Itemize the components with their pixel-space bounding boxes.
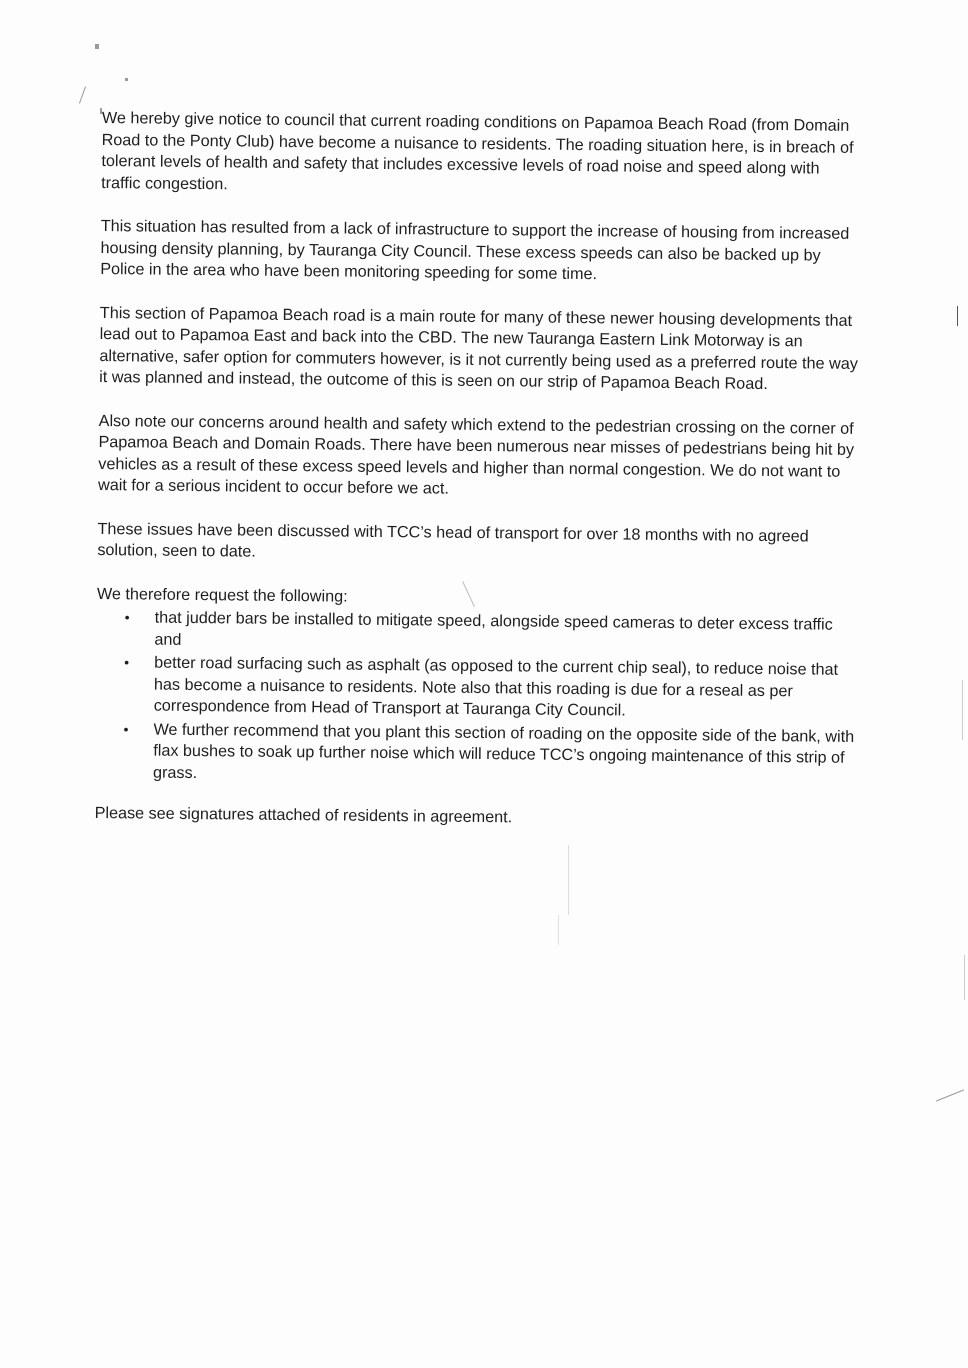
bullet-icon: • xyxy=(124,609,130,626)
scan-mark xyxy=(964,955,965,1000)
paragraph: These issues have been discussed with TC… xyxy=(97,519,809,561)
closing-line: Please see signatures attached of reside… xyxy=(94,803,513,827)
list-item-text: We further recommend that you plant this… xyxy=(152,720,855,782)
scan-mark xyxy=(962,680,963,740)
list-item: • that judder bars be installed to mitig… xyxy=(125,608,856,658)
paragraph: This section of Papamoa Beach road is a … xyxy=(99,303,858,393)
scan-mark xyxy=(100,108,102,114)
scan-mark xyxy=(78,86,87,104)
paragraph: We hereby give notice to council that cu… xyxy=(101,108,854,193)
list-item: • We further recommend that you plant th… xyxy=(123,719,856,791)
list-item-text: better road surfacing such as asphalt (a… xyxy=(153,653,839,720)
list-item-text: that judder bars be installed to mitigat… xyxy=(154,608,833,649)
scan-mark xyxy=(95,44,99,49)
paragraph: Also note our concerns around health and… xyxy=(97,411,855,498)
letter-body: We hereby give notice to council that cu… xyxy=(94,108,861,832)
list-item: • better road surfacing such as asphalt … xyxy=(124,653,857,725)
bullet-icon: • xyxy=(123,720,129,737)
scan-mark xyxy=(558,915,559,945)
scan-mark xyxy=(957,306,958,326)
bullet-icon: • xyxy=(124,654,130,671)
scan-mark xyxy=(125,78,128,81)
paragraph: This situation has resulted from a lack … xyxy=(100,216,850,284)
scan-mark xyxy=(935,1089,965,1102)
scan-mark xyxy=(568,845,569,915)
request-list: • that judder bars be installed to mitig… xyxy=(95,607,857,791)
